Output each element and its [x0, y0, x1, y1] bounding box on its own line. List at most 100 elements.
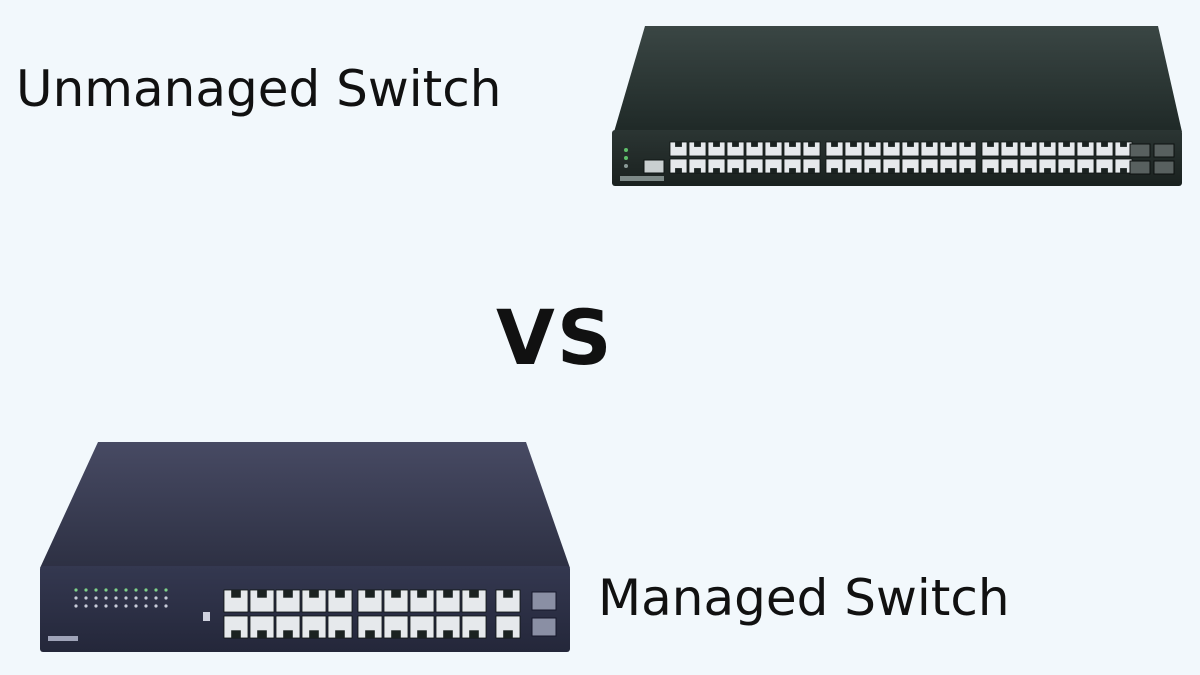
status-led [164, 588, 168, 592]
brand-label [48, 636, 78, 641]
port-latch [283, 590, 293, 598]
rack-switch-image [610, 24, 1185, 192]
port-latch [365, 630, 375, 638]
status-led [84, 596, 88, 600]
port-latch [945, 168, 952, 173]
port-latch [808, 168, 815, 173]
status-led [114, 604, 118, 608]
desktop-switch-image [38, 440, 573, 655]
port-latch [869, 168, 876, 173]
status-led [114, 596, 118, 600]
port-latch [1063, 142, 1070, 147]
port-latch [907, 142, 914, 147]
status-led [154, 604, 158, 608]
port-latch [503, 590, 513, 598]
versus-heading: VS [496, 293, 614, 382]
port-latch [907, 168, 914, 173]
port-latch [850, 142, 857, 147]
status-led [164, 604, 168, 608]
port-latch [869, 142, 876, 147]
port-latch [1025, 142, 1032, 147]
port-latch [391, 630, 401, 638]
port-latch [1082, 142, 1089, 147]
status-led [134, 596, 138, 600]
status-led [134, 604, 138, 608]
port-latch [1120, 142, 1127, 147]
port-latch [417, 590, 427, 598]
port-latch [365, 590, 375, 598]
status-led [104, 588, 108, 592]
port-latch [926, 142, 933, 147]
sfp-slots [531, 591, 557, 637]
port-latch [987, 168, 994, 173]
status-led [134, 588, 138, 592]
unmanaged-switch-heading: Unmanaged Switch [16, 60, 502, 118]
status-led [164, 596, 168, 600]
port-latch [469, 590, 479, 598]
managed-switch-heading: Managed Switch [598, 569, 1010, 627]
sfp-slot [1153, 160, 1175, 175]
status-led [144, 588, 148, 592]
port-latch [964, 168, 971, 173]
port-latch [309, 590, 319, 598]
port-latch [335, 590, 345, 598]
port-latch [808, 142, 815, 147]
port-latch [417, 630, 427, 638]
sfp-slot [531, 617, 557, 637]
port-latch [831, 168, 838, 173]
port-latch [1006, 168, 1013, 173]
status-led [104, 596, 108, 600]
port-latch [945, 142, 952, 147]
port-latch [1006, 142, 1013, 147]
port-latch [335, 630, 345, 638]
console-port [643, 159, 665, 174]
port-latch [789, 168, 796, 173]
port-latch [469, 630, 479, 638]
port-latch [770, 142, 777, 147]
status-led [124, 604, 128, 608]
status-led [104, 604, 108, 608]
desktop-switch-icon [40, 442, 570, 652]
port-latch [283, 630, 293, 638]
status-led [94, 604, 98, 608]
port-latch [675, 142, 682, 147]
port-latch [751, 168, 758, 173]
port-latch [987, 142, 994, 147]
port-latch [503, 630, 513, 638]
port-latch [1044, 142, 1051, 147]
status-leds [74, 588, 168, 608]
status-led [74, 588, 78, 592]
status-leds [624, 148, 628, 168]
port-latch [231, 590, 241, 598]
port-latch [770, 168, 777, 173]
port-array [223, 589, 521, 639]
status-led [124, 588, 128, 592]
switch-front-panel [612, 130, 1182, 186]
brand-label [620, 176, 664, 181]
port-latch [751, 142, 758, 147]
sfp-slot [1153, 143, 1175, 158]
port-latch [850, 168, 857, 173]
switch-lid [40, 442, 570, 568]
port-latch [789, 142, 796, 147]
port-latch [1044, 168, 1051, 173]
sfp-slots [1129, 143, 1175, 175]
port-latch [1063, 168, 1070, 173]
port-latch [732, 168, 739, 173]
port-latch [309, 630, 319, 638]
port-latch [694, 142, 701, 147]
reset-button [203, 612, 210, 621]
port-latch [831, 142, 838, 147]
port-latch [443, 630, 453, 638]
port-latch [257, 630, 267, 638]
port-latch [443, 590, 453, 598]
switch-lid [614, 26, 1182, 132]
status-led [154, 588, 158, 592]
port-array [669, 141, 1133, 174]
port-latch [257, 590, 267, 598]
port-latch [1101, 168, 1108, 173]
port-latch [1101, 142, 1108, 147]
status-led [144, 596, 148, 600]
port-latch [231, 630, 241, 638]
status-led [154, 596, 158, 600]
